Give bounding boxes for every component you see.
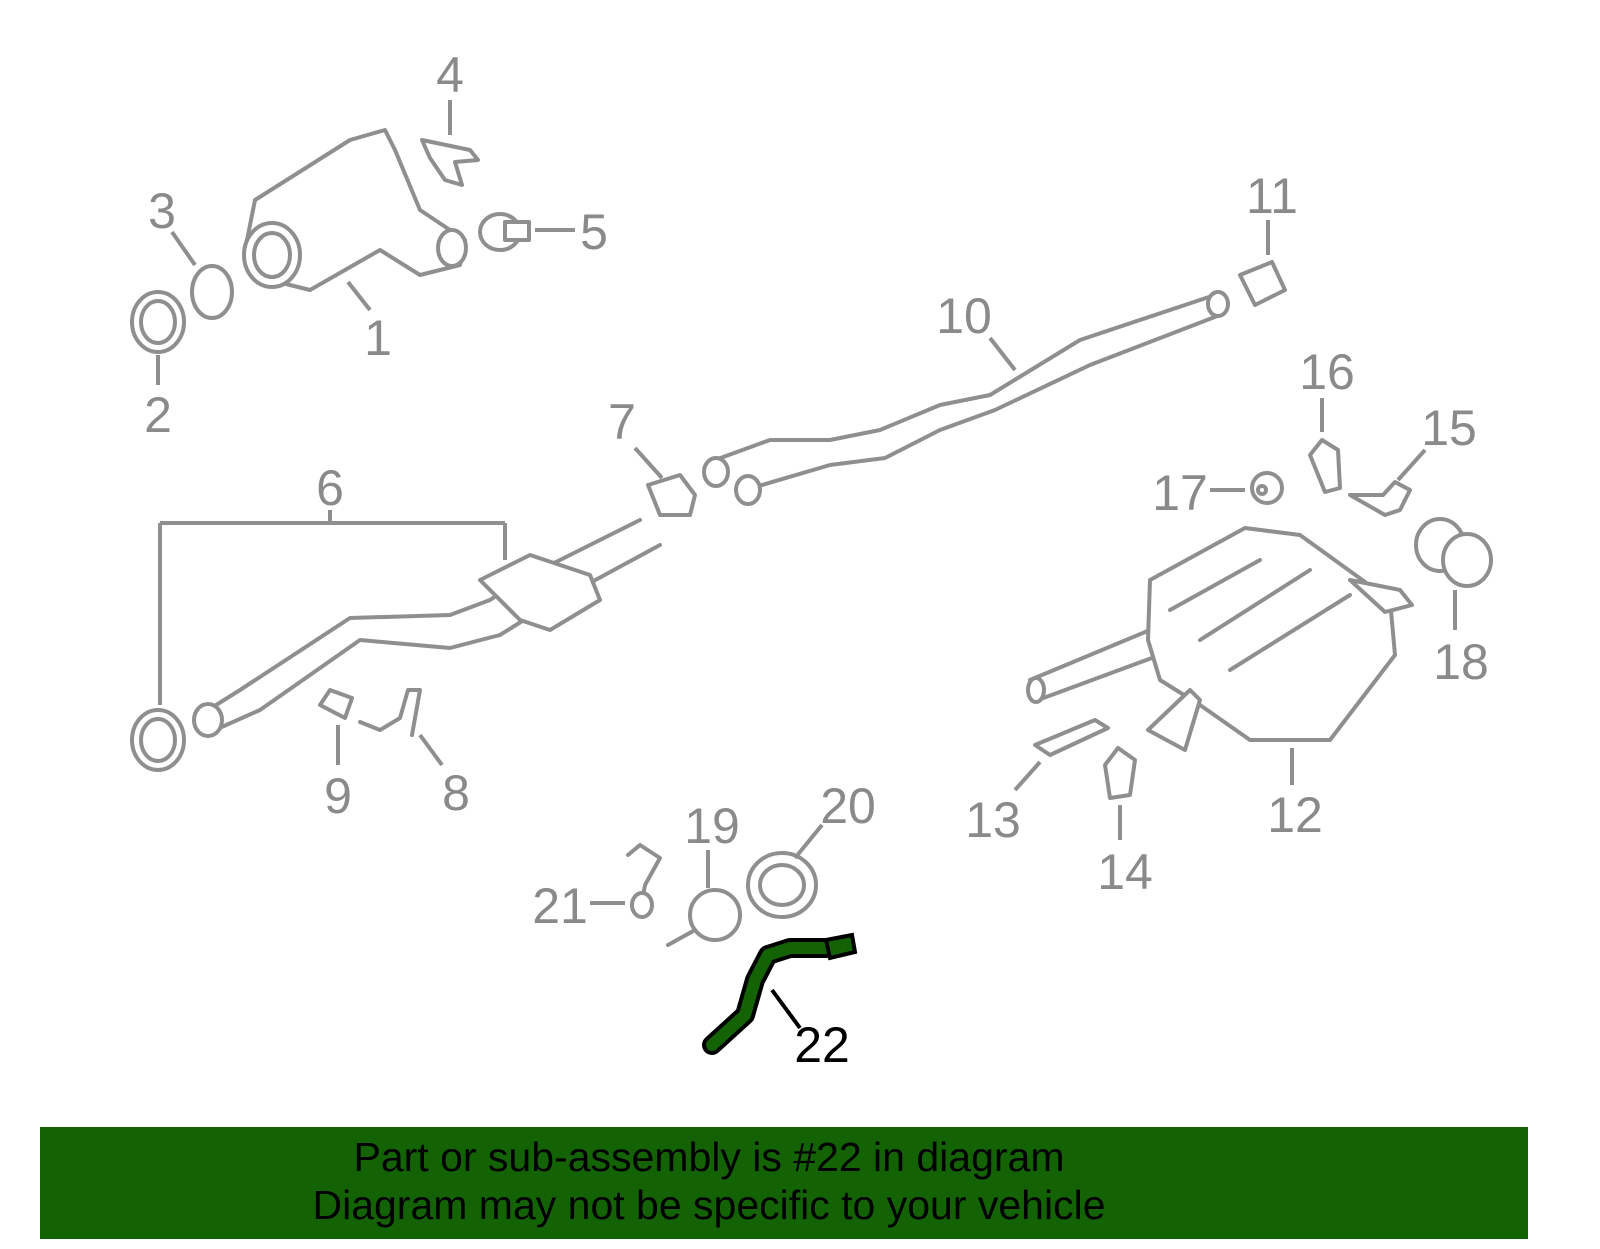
label-12: 12	[1267, 787, 1323, 843]
part-17-rubber-bushing[interactable]	[1250, 471, 1284, 505]
label-7: 7	[608, 394, 636, 450]
part-8-hanger[interactable]	[358, 688, 422, 737]
label-4: 4	[436, 47, 464, 103]
part-1-catalytic-converter[interactable]	[242, 128, 468, 292]
part-6-front-pipe[interactable]	[130, 518, 662, 772]
label-6: 6	[316, 460, 344, 516]
part-12-rear-muffler[interactable]	[1026, 526, 1414, 752]
banner-line-1: Part or sub-assembly is #22 in diagram	[353, 1134, 1065, 1180]
label-15: 15	[1421, 400, 1477, 456]
part-10-center-pipe[interactable]	[702, 290, 1230, 506]
label-22-highlighted: 22	[794, 1017, 850, 1073]
label-8: 8	[442, 765, 470, 821]
info-banner: Part or sub-assembly is #22 in diagram D…	[40, 1127, 1528, 1239]
label-18: 18	[1433, 634, 1489, 690]
part-19-actuator[interactable]	[666, 888, 742, 947]
label-10: 10	[936, 288, 992, 344]
label-16: 16	[1299, 344, 1355, 400]
banner-line-2: Diagram may not be specific to your vehi…	[312, 1182, 1106, 1228]
part-9-bracket[interactable]	[318, 688, 354, 720]
label-14: 14	[1097, 844, 1153, 900]
label-17: 17	[1152, 465, 1208, 521]
label-21: 21	[532, 878, 588, 934]
part-11-clamp[interactable]	[1238, 260, 1287, 307]
label-11: 11	[1246, 168, 1298, 224]
part-21-bracket[interactable]	[626, 843, 662, 919]
label-2: 2	[144, 387, 172, 443]
label-19: 19	[684, 798, 740, 854]
label-5: 5	[580, 204, 608, 260]
part-16-rubber-mount[interactable]	[1308, 438, 1342, 494]
part-20-clamp[interactable]	[746, 851, 818, 919]
part-22-pipe-highlighted[interactable]	[702, 932, 858, 1055]
part-18-tailpipe-tips[interactable]	[1414, 517, 1493, 588]
leader-arrows	[156, 100, 1457, 1030]
part-3-gasket[interactable]	[190, 264, 234, 320]
label-9: 9	[324, 768, 352, 824]
part-14-rubber-mount[interactable]	[1103, 746, 1137, 800]
part-15-hanger[interactable]	[1348, 480, 1412, 517]
label-13: 13	[965, 792, 1021, 848]
part-4-bracket[interactable]	[420, 138, 480, 187]
label-1: 1	[364, 310, 392, 366]
part-2-clamp[interactable]	[130, 290, 186, 354]
part-7-clamp[interactable]	[646, 473, 697, 517]
part-5-clamp[interactable]	[478, 212, 531, 252]
label-3: 3	[148, 183, 176, 239]
part-13-bracket[interactable]	[1033, 718, 1110, 757]
label-20: 20	[820, 778, 876, 834]
